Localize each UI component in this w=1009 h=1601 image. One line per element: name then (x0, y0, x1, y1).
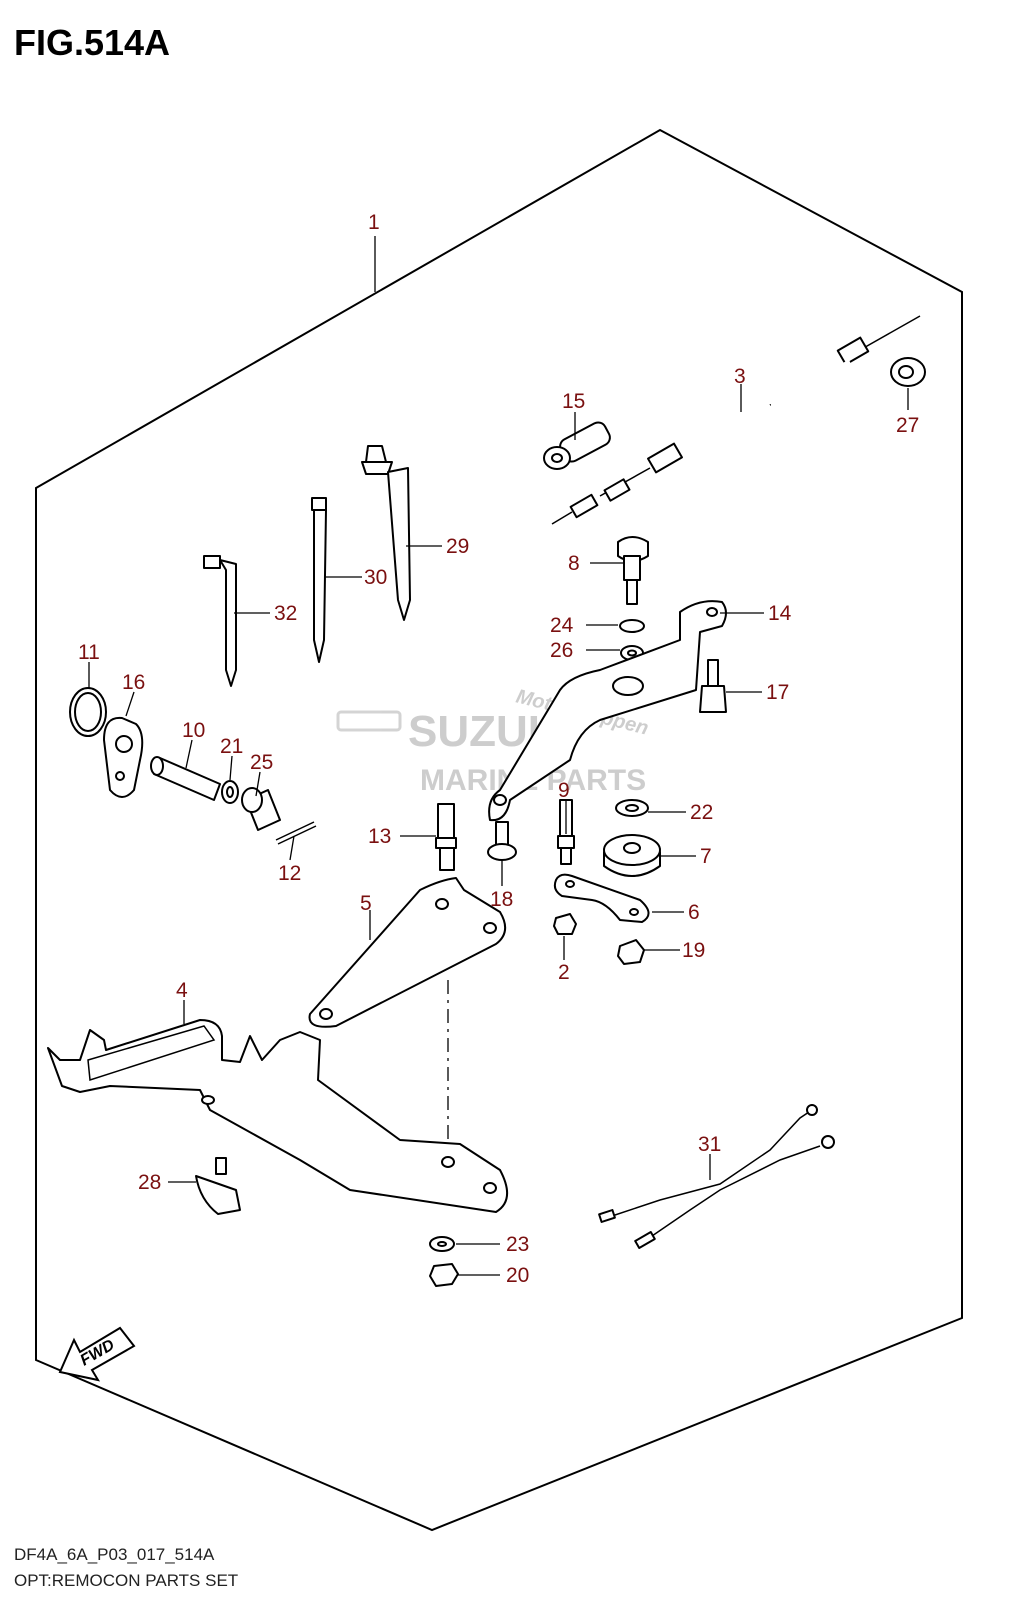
fwd-arrow-icon: FWD (58, 1326, 136, 1382)
callout-15: 15 (562, 390, 585, 413)
stud-bolt-long (435, 803, 457, 871)
callout-20: 20 (506, 1264, 529, 1287)
callout-30: 30 (364, 566, 387, 589)
harness-clip (195, 1157, 241, 1215)
callout-22: 22 (690, 801, 713, 824)
callout-24: 24 (550, 614, 574, 637)
cable-holder (103, 716, 144, 798)
o-ring (69, 687, 107, 737)
figure-code: DF4A_6A_P03_017_514A (14, 1545, 215, 1564)
cushion (603, 834, 661, 877)
callout-9: 9 (558, 779, 570, 802)
wiring-harness (598, 1104, 835, 1249)
callout-11: 11 (78, 641, 100, 664)
clip (619, 619, 645, 633)
callout-8: 8 (568, 552, 580, 575)
figure-title: FIG.514A (14, 22, 171, 63)
callout-2: 2 (558, 961, 570, 984)
callout-7: 7 (700, 845, 712, 868)
callout-16: 16 (122, 671, 145, 694)
callout-1: 1 (368, 211, 380, 234)
callout-5: 5 (360, 892, 372, 915)
callout-12: 12 (278, 862, 301, 885)
pin (617, 536, 649, 605)
callout-31: 31 (698, 1133, 721, 1156)
callout-28: 28 (138, 1171, 161, 1194)
callout-19: 19 (682, 939, 705, 962)
nut-small (553, 913, 577, 935)
cable-tie (311, 497, 327, 663)
leader-lines (88, 236, 909, 1276)
callout-32: 32 (274, 602, 297, 625)
cable-tie-small (203, 555, 237, 687)
mounting-bracket (47, 1019, 508, 1213)
callout-10: 10 (182, 719, 205, 742)
callout-29: 29 (446, 535, 469, 558)
washer-ring (221, 780, 239, 804)
collar (241, 787, 281, 831)
flange-bolt (487, 821, 517, 861)
callout-27: 27 (896, 414, 919, 437)
callout-21: 21 (220, 735, 243, 758)
callout-4: 4 (176, 979, 188, 1002)
bracket-plate (308, 877, 507, 1028)
callout-14: 14 (768, 602, 792, 625)
bolt (699, 659, 727, 713)
washer-flat (615, 799, 649, 817)
cable-joint (543, 421, 611, 470)
figure-description: OPT:REMOCON PARTS SET (14, 1571, 239, 1590)
callout-17: 17 (766, 681, 789, 704)
callout-3: 3 (734, 365, 746, 388)
remocon-cable (551, 315, 921, 525)
callout-26: 26 (550, 639, 573, 662)
callout-23: 23 (506, 1233, 529, 1256)
cotter-pin (275, 821, 317, 845)
callout-6: 6 (688, 901, 700, 924)
callout-25: 25 (250, 751, 273, 774)
bracket (488, 600, 727, 822)
parts-set-boundary (35, 128, 963, 1532)
callout-18: 18 (490, 888, 513, 911)
grommet (890, 357, 926, 387)
shaft (150, 756, 221, 801)
washer-bottom (429, 1236, 455, 1252)
callout-13: 13 (368, 825, 391, 848)
plate (553, 873, 650, 923)
cable-tie-clip (361, 445, 411, 621)
callout-labels: 1 3 27 15 29 8 30 32 24 14 26 17 11 16 1… (78, 211, 919, 1287)
nut (617, 939, 645, 965)
nut-bottom (429, 1263, 459, 1287)
